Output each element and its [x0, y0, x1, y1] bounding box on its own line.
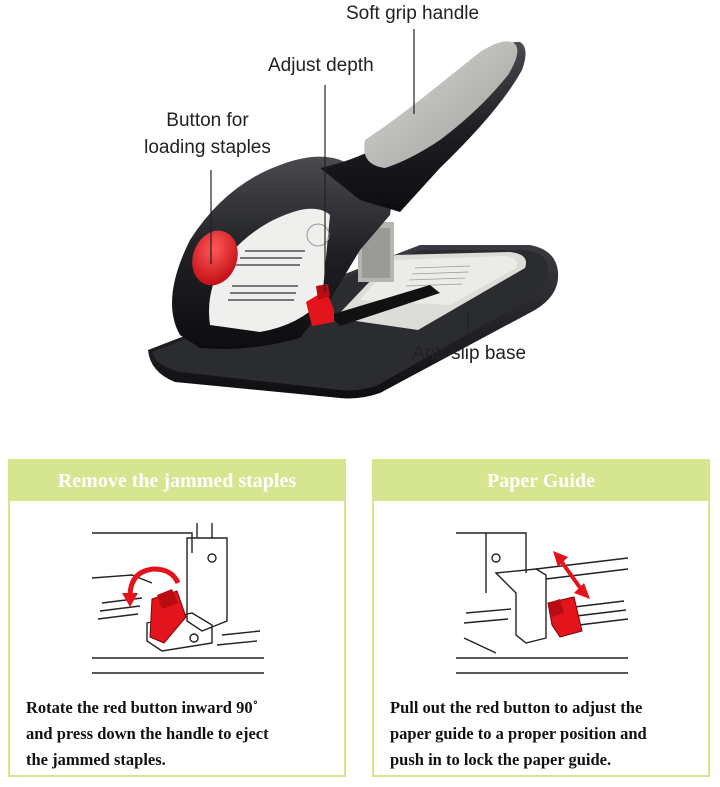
callout-anti-slip-base: Anti-slip base — [412, 343, 527, 364]
paper-guide-illustration — [456, 513, 628, 681]
panel-paper-guide: Paper Guide Pull out the red button to a… — [372, 459, 710, 777]
panel-title: Remove the jammed staples — [10, 461, 344, 501]
instruction-line: Rotate the red button inward 90˚ — [26, 698, 259, 717]
panel-remove-jammed-staples: Remove the jammed staples Rotate the red… — [8, 459, 346, 777]
rotate-arrow-icon — [127, 566, 181, 598]
callout-soft-grip-handle: Soft grip handle — [346, 3, 480, 24]
instruction-line: Pull out the red button to adjust the — [390, 698, 643, 717]
panel-instructions: Rotate the red button inward 90˚ and pre… — [26, 695, 334, 773]
callout-loading-staples: Button for loading staples — [140, 107, 275, 161]
callout-loading-line1: Button for — [166, 110, 249, 131]
instruction-line: the jammed staples. — [26, 750, 166, 769]
panel-instructions: Pull out the red button to adjust the pa… — [390, 695, 698, 773]
callout-adjust-depth: Adjust depth — [268, 55, 374, 76]
double-arrow-icon — [553, 551, 590, 599]
stapler-image — [148, 29, 559, 399]
jam-removal-illustration — [92, 513, 264, 681]
callout-loading-line2: loading staples — [144, 137, 271, 158]
instruction-line: paper guide to a proper position and — [390, 724, 647, 743]
instruction-line: push in to lock the paper guide. — [390, 750, 612, 769]
instruction-line: and press down the handle to eject — [26, 724, 269, 743]
panel-title: Paper Guide — [374, 461, 708, 501]
